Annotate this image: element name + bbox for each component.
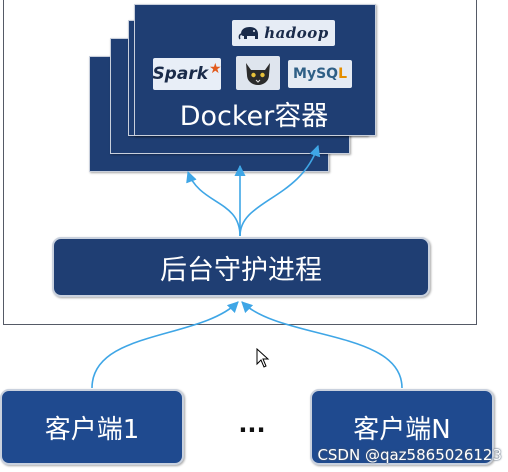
client-n-box: 客户端N <box>310 389 494 465</box>
hadoop-logo: hadoop <box>232 20 335 46</box>
daemon-box: 后台守护进程 <box>52 237 430 297</box>
mysql-logo-text-tail: L <box>338 66 347 82</box>
tomcat-cat-icon <box>246 63 270 85</box>
arrow-daemon-to-container-left <box>186 170 241 237</box>
spark-logo-text: Spark <box>152 64 209 84</box>
arrow-clientn-to-daemon <box>241 301 403 389</box>
hadoop-elephant-icon <box>238 27 259 40</box>
spark-logo: Spark ★ <box>152 58 222 90</box>
clients-ellipsis: ... <box>238 410 266 438</box>
hadoop-logo-text: hadoop <box>264 24 329 42</box>
daemon-label: 后台守护进程 <box>160 254 322 286</box>
mysql-logo-text: MySQ <box>293 66 339 82</box>
csdn-watermark: CSDN @qaz5865026123 <box>317 446 502 464</box>
spark-star-icon: ★ <box>209 61 222 77</box>
arrow-client1-to-daemon <box>91 301 239 389</box>
client-n-label: 客户端N <box>353 414 451 445</box>
tomcat-logo <box>236 56 280 90</box>
docker-container-label: Docker容器 <box>179 101 329 132</box>
client-1-box: 客户端1 <box>0 389 184 465</box>
arrow-daemon-to-container-right <box>239 144 321 237</box>
client-1-label: 客户端1 <box>44 414 140 445</box>
cursor-icon <box>256 348 270 368</box>
docker-host-frame <box>3 0 477 325</box>
